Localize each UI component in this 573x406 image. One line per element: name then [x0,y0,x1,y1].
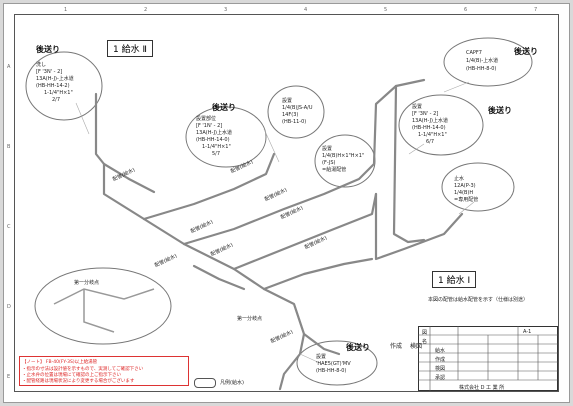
zone-label: 1 [64,7,68,13]
callout-text: (F-JS) [322,160,336,166]
callout-text: 1/4(B)H×1"H×1" [322,153,365,159]
title-block-grid [418,326,558,391]
piping-isometric [25,37,533,391]
title-block-cell: 名 [422,339,428,345]
zone-label: B [7,144,11,150]
zone-label: 4 [304,7,308,13]
callout-text: 6/7 [426,139,435,145]
notes-box: 【ノート】 FB-40(FY-3S)以上給湯管 ・指示の寸法は設計値を示すもので… [19,356,189,386]
callout-text: 設置 [322,146,333,152]
callout-bubble [398,94,484,156]
callout-text: 設置 [282,98,293,104]
callout-text: 1/4(B)H [454,190,474,196]
callout-text: 13A(H-J)上水道 [196,130,233,136]
callout-bubble [25,51,103,121]
callout-text: 'HAE5(GT)'MV [316,361,351,367]
callout-text: (HB-HH-8-0) [466,66,497,72]
detail-label: 第一分岐点 [74,280,100,286]
callout-text: 1-1/4"H×1" [202,144,231,150]
title-block-cell: 図 [422,330,428,336]
callout-title: 後送り [346,343,370,352]
zone-label: C [7,224,11,230]
zone-label: 6 [464,7,468,13]
callout-text: 5/7 [212,151,221,157]
callout-title: 後送り [488,106,512,115]
branch-point-marker: 第一分岐点 [237,316,263,322]
title-block: 図 名 給水 作成 検図 承認 A-1 株式会社 D 工 業 所 [418,326,558,391]
zone-label: 3 [224,7,228,13]
drawing-frame [14,14,559,392]
callout-text: 設置部位 [196,116,217,122]
title-block-cell: 給水 [435,348,446,354]
drawing-sheet: 1 2 3 4 5 6 7 A B C D E [3,3,570,403]
zone-label: E [7,374,11,380]
zone-label: 2 [144,7,148,13]
callout-text: (HB-HH-14-0) [412,125,446,131]
stamp-label: 検図 [410,343,423,350]
callout-text: 洗し [36,62,47,68]
callout-text: 1/4(B)JS-A/U [282,105,313,111]
note-line: ・指示の寸法は設計値を示すもので、実測してご確認下さい [22,367,144,372]
callout-text: 1/4(B)-上水道 [466,58,499,64]
callout-bubble [267,85,325,139]
note-line: ・止水弁の位置は現場にて確認の上ご指示下さい [22,373,121,378]
callout-text: 1-1/4"H×1" [418,132,447,138]
callout-text: [F '3N' - 2] [412,111,439,117]
callout-text: =専用配管 [454,197,479,203]
callout-title: 後送り [36,45,60,54]
callout-text: CAPF7 [466,50,482,56]
drawing-title: 1 給水 Ⅱ [107,40,153,57]
note-line: 【ノート】 FB-40(FY-3S)以上給湯管 [22,360,98,365]
callout-title: 後送り [212,103,236,112]
callout-text: 設置 [316,354,327,360]
callout-bubble [441,162,515,212]
title-block-cell: 承認 [435,375,446,381]
company-name: 株式会社 D 工 業 所 [459,385,505,391]
callout-text: 設置 [412,104,423,110]
drawing-note: 本図の配管は給水配管を示す（仕様は別途） [428,297,529,303]
callout-text: 止水 [454,176,465,182]
title-block-cell: 検図 [435,366,446,372]
callout-text: [F '3N' - 2] [36,69,63,75]
zone-label: D [7,304,11,310]
callout-text: (HB-HH-14-2) [36,83,70,89]
callout-text: (HB-HH-8-0) [316,368,347,374]
callout-text: 14F(3) [282,112,299,118]
callout-text: 2/7 [52,97,61,103]
drawing-subtitle-title: 1 給水 Ⅰ [432,271,477,288]
title-block-cell: 作成 [435,357,446,363]
callout-text: (HB-HH-14-0) [196,137,230,143]
callout-text: =給湯配管 [322,167,347,173]
legend-swatch [194,378,216,388]
legend-label: 凡例(給水) [220,380,244,386]
zone-label: 7 [534,7,538,13]
callout-text: 13A(H-J)上水道 [412,118,449,124]
callout-bubble [185,106,267,168]
callout-bubble [296,340,378,386]
callout-text: 13A(H-J)-上水道 [36,76,74,82]
drawing-number: A-1 [523,329,532,335]
callout-bubble [443,37,533,87]
callout-text: (HB-11-0) [282,119,307,125]
stamp-label: 作成 [390,343,403,350]
callout-text: 1-1/4"H×1" [44,90,73,96]
zone-label: A [7,64,11,70]
note-line: ・配管経路は現場状況により変更する場合がございます [22,379,135,384]
callout-text: [F '1N' - 2] [196,123,223,129]
detail-bubble [34,267,172,345]
zone-label: 5 [384,7,388,13]
callout-text: 12A(P-3) [454,183,476,189]
callout-title: 後送り [514,47,538,56]
